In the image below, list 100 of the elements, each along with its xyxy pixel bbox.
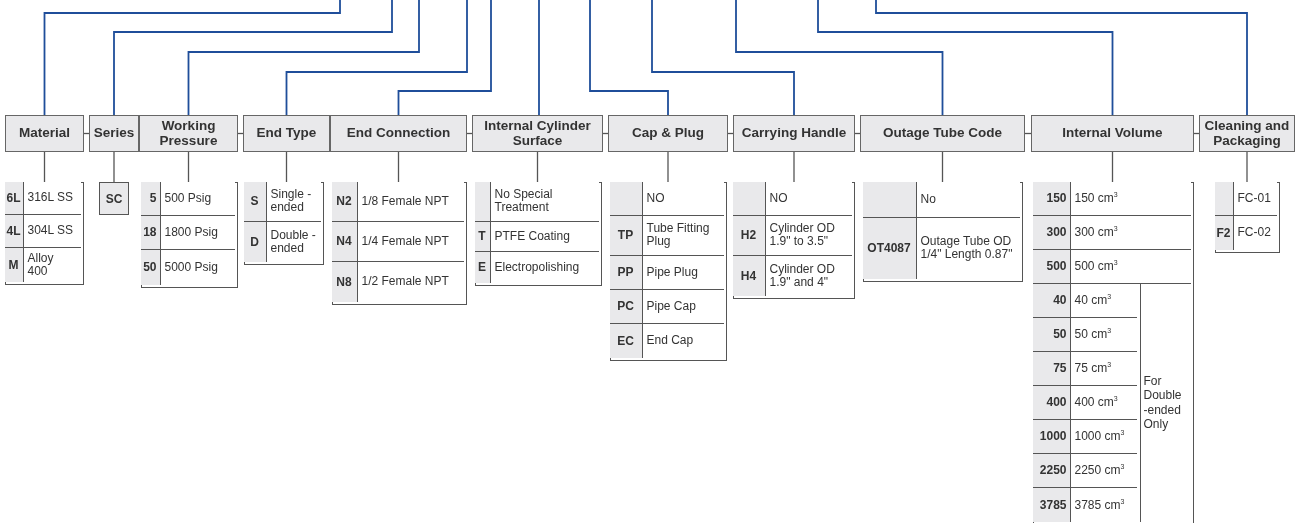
table-row <box>1032 385 1137 420</box>
connector-line <box>1193 132 1200 135</box>
option-code: E <box>474 251 491 283</box>
connector-line <box>187 0 420 116</box>
table-row <box>609 255 724 290</box>
option-table <box>5 182 84 285</box>
option-code: 6L <box>4 181 24 214</box>
table-row <box>1032 181 1191 216</box>
option-code: 1000 <box>1032 419 1071 453</box>
table-row <box>1214 181 1277 216</box>
field-header: Cap & Plug <box>608 115 728 152</box>
table-row <box>474 181 599 222</box>
connector-line <box>187 151 190 183</box>
option-description: 3785 cm$^{3}$ <box>1074 497 1125 512</box>
option-table <box>1033 182 1194 523</box>
connector-line <box>43 0 341 116</box>
connector-line <box>1024 132 1032 135</box>
option-table <box>244 182 324 265</box>
option-description: Electropolishing <box>494 260 580 274</box>
connector-line <box>941 151 944 183</box>
option-description: 75 cm$^{3}$ <box>1074 361 1112 375</box>
option-table <box>1215 182 1280 253</box>
option-code: S <box>243 181 267 221</box>
option-code: 500 <box>1032 249 1071 283</box>
table-row <box>609 181 724 216</box>
table-row <box>1032 419 1137 454</box>
option-code: N4 <box>331 221 358 261</box>
connector-line <box>285 151 288 183</box>
connector-line <box>237 132 244 135</box>
connector-line <box>466 132 473 135</box>
option-description: 40 cm$^{3}$ <box>1074 293 1112 307</box>
table-row <box>732 181 852 216</box>
option-description: 1000 cm$^{3}$ <box>1074 429 1125 443</box>
option-description: FC-01 <box>1237 191 1271 205</box>
option-code: 18 <box>140 215 161 249</box>
option-description: End Cap <box>646 334 694 347</box>
option-code: M <box>4 247 24 282</box>
table-row <box>243 181 321 222</box>
option-description: 300 cm$^{3}$ <box>1074 225 1118 239</box>
option-description: 2250 cm$^{3}$ <box>1074 463 1125 477</box>
option-description: 1800 Psig <box>164 225 218 239</box>
table-row <box>1032 249 1191 284</box>
connector-line <box>589 0 669 116</box>
table-row <box>1032 283 1137 318</box>
table-row <box>4 214 81 248</box>
table-row <box>862 181 1020 218</box>
option-description: Tube Fitting Plug <box>646 222 711 248</box>
option-description: 5000 Psig <box>164 260 218 274</box>
table-row <box>474 221 599 252</box>
connector-line <box>727 132 734 135</box>
option-description: Single -ended <box>270 188 313 214</box>
connector-line <box>538 0 540 116</box>
connector-line <box>667 151 669 183</box>
option-code: H2 <box>732 215 766 255</box>
connector-line <box>602 132 609 135</box>
option-description: Outage Tube OD 1/4" Length 0.87" <box>920 235 1014 261</box>
option-code: 3785 <box>1032 487 1071 522</box>
field-header: End Connection <box>330 115 467 152</box>
option-description: NO <box>769 191 788 205</box>
option-description: 500 cm$^{3}$ <box>1074 259 1118 273</box>
option-code: D <box>243 221 267 262</box>
table-row <box>140 181 235 216</box>
table-row <box>4 181 81 215</box>
field-header: Internal Volume <box>1031 115 1194 152</box>
option-code: EC <box>609 323 643 358</box>
field-header: Internal Cylinder Surface <box>472 115 603 152</box>
option-table <box>863 182 1023 282</box>
option-code: 4L <box>4 214 24 247</box>
option-description: Pipe Plug <box>646 265 698 279</box>
table-row <box>331 181 464 222</box>
option-description: No <box>920 192 936 206</box>
connector-line <box>875 0 1248 116</box>
option-code: N8 <box>331 261 358 302</box>
option-description: PTFE Coating <box>494 229 570 243</box>
connector-line <box>397 0 492 116</box>
connector-line <box>285 0 468 116</box>
connector-line <box>1246 151 1248 183</box>
option-code: 75 <box>1032 351 1071 385</box>
option-description: No Special Treatment <box>494 188 554 214</box>
option-description: FC-02 <box>1237 226 1271 239</box>
option-description: 1/8 Female NPT <box>361 194 449 208</box>
option-description: Alloy 400 <box>27 251 55 278</box>
option-description: 500 Psig <box>164 191 212 205</box>
field-header: Cleaning and Packaging <box>1199 115 1295 152</box>
option-description: Double -ended <box>270 228 317 255</box>
table-row <box>1032 351 1137 386</box>
field-header: Series <box>89 115 139 152</box>
option-description: NO <box>646 191 665 205</box>
connector-line <box>735 0 944 116</box>
option-code: TP <box>609 215 643 255</box>
option-table <box>141 182 238 288</box>
option-code: 50 <box>1032 317 1071 351</box>
field-header: End Type <box>243 115 330 152</box>
option-code: F2 <box>1214 215 1234 250</box>
option-description: 50 cm$^{3}$ <box>1074 327 1112 341</box>
option-code: 300 <box>1032 215 1071 249</box>
connector-line <box>793 151 795 183</box>
field-header: Material <box>5 115 84 152</box>
table-row <box>331 221 464 262</box>
table-row <box>1032 317 1137 352</box>
